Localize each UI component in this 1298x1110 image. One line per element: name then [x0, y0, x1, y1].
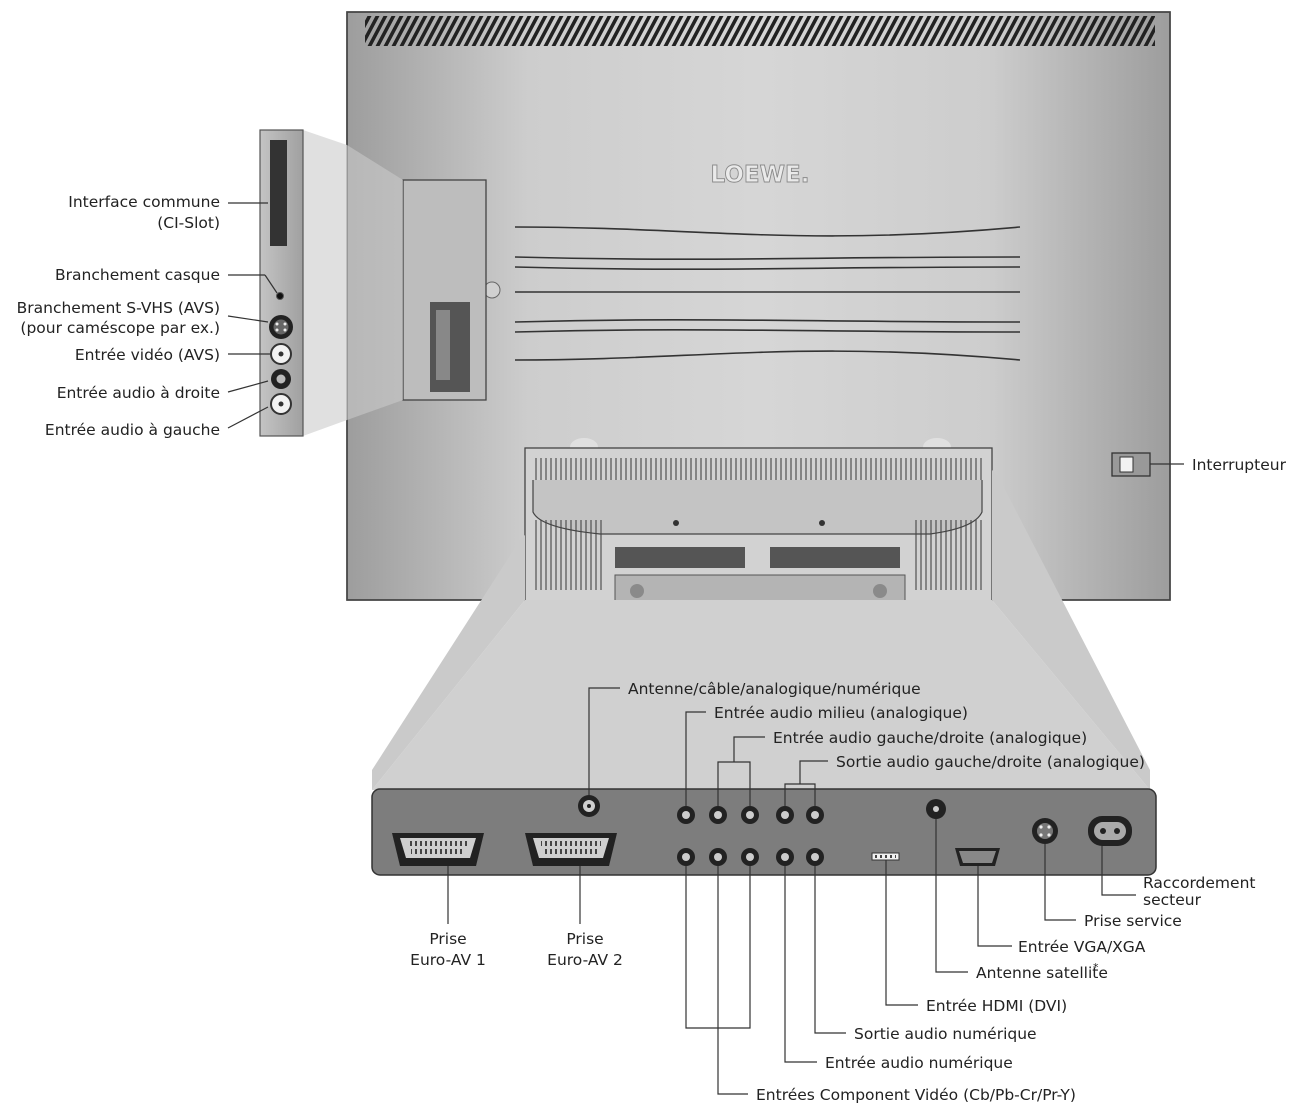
label-digital-in: Entrée audio numérique — [825, 1054, 1013, 1072]
label-audio-center: Entrée audio milieu (analogique) — [714, 704, 968, 722]
label-audio-in-lr: Entrée audio gauche/droite (analogique) — [773, 729, 1087, 747]
label-mains-1: Raccordement — [1143, 874, 1255, 892]
label-mains-2: secteur — [1143, 891, 1202, 909]
antenna-socket[interactable] — [578, 795, 600, 817]
service-socket[interactable] — [1032, 818, 1058, 844]
power-switch[interactable] — [1111, 452, 1151, 477]
brand-logo: LOEWE. — [711, 162, 810, 188]
rear-connector-panel — [371, 788, 1157, 876]
label-ci-slot-1: Interface commune — [68, 193, 220, 211]
euro-av1-socket[interactable] — [392, 833, 484, 866]
label-satellite-mark: * — [1093, 961, 1099, 974]
rca-top-row[interactable] — [677, 806, 824, 824]
label-antenna: Antenne/câble/analogique/numérique — [628, 680, 921, 698]
video-in-jack[interactable] — [270, 343, 292, 365]
euro-av2-socket[interactable] — [525, 833, 617, 866]
rear-leader-lines — [447, 687, 1136, 1095]
label-euro1-2: Euro-AV 1 — [410, 951, 486, 969]
label-svhs-1: Branchement S-VHS (AVS) — [17, 299, 220, 317]
satellite-socket[interactable] — [926, 799, 946, 819]
side-recess — [402, 179, 487, 401]
label-euro2-1: Prise — [566, 930, 603, 948]
label-euro2-2: Euro-AV 2 — [547, 951, 623, 969]
audio-left-jack[interactable] — [270, 393, 292, 415]
zoom-funnel-rear — [372, 600, 1150, 790]
ci-slot[interactable] — [270, 140, 287, 246]
zoom-funnel-side — [303, 130, 347, 436]
svhs-socket[interactable] — [269, 315, 293, 339]
label-ci-slot-2: (CI-Slot) — [157, 214, 220, 232]
label-video-in: Entrée vidéo (AVS) — [75, 346, 220, 364]
label-component: Entrées Component Vidéo (Cb/Pb-Cr/Pr-Y) — [756, 1086, 1076, 1104]
label-service: Prise service — [1084, 912, 1182, 930]
label-audio-left: Entrée audio à gauche — [45, 421, 220, 439]
label-svhs-2: (pour caméscope par ex.) — [20, 319, 220, 337]
label-hdmi: Entrée HDMI (DVI) — [926, 997, 1067, 1015]
audio-right-jack[interactable] — [271, 369, 291, 389]
rca-bottom-row[interactable] — [677, 848, 824, 866]
label-euro1-1: Prise — [429, 930, 466, 948]
decorative-wave-lines — [514, 226, 1021, 361]
mains-socket[interactable] — [1088, 816, 1132, 846]
hdmi-socket[interactable] — [871, 852, 900, 861]
side-leader-lines — [227, 202, 278, 429]
label-digital-out: Sortie audio numérique — [854, 1025, 1037, 1043]
headphone-jack[interactable] — [276, 292, 284, 300]
label-headphones: Branchement casque — [55, 266, 220, 284]
label-audio-out-lr: Sortie audio gauche/droite (analogique) — [836, 753, 1145, 771]
label-audio-right: Entrée audio à droite — [57, 384, 220, 402]
rear-labels: Antenne/câble/analogique/numérique Entré… — [410, 680, 1255, 1104]
label-satellite: Antenne satellite — [976, 964, 1108, 982]
label-vga: Entrée VGA/XGA — [1018, 938, 1146, 956]
label-power-switch: Interrupteur — [1192, 456, 1287, 474]
side-connector-panel — [259, 129, 304, 437]
vga-socket[interactable] — [955, 848, 1000, 866]
tv-connector-bay — [524, 438, 993, 602]
side-labels: Interface commune (CI-Slot) Branchement … — [17, 193, 220, 439]
